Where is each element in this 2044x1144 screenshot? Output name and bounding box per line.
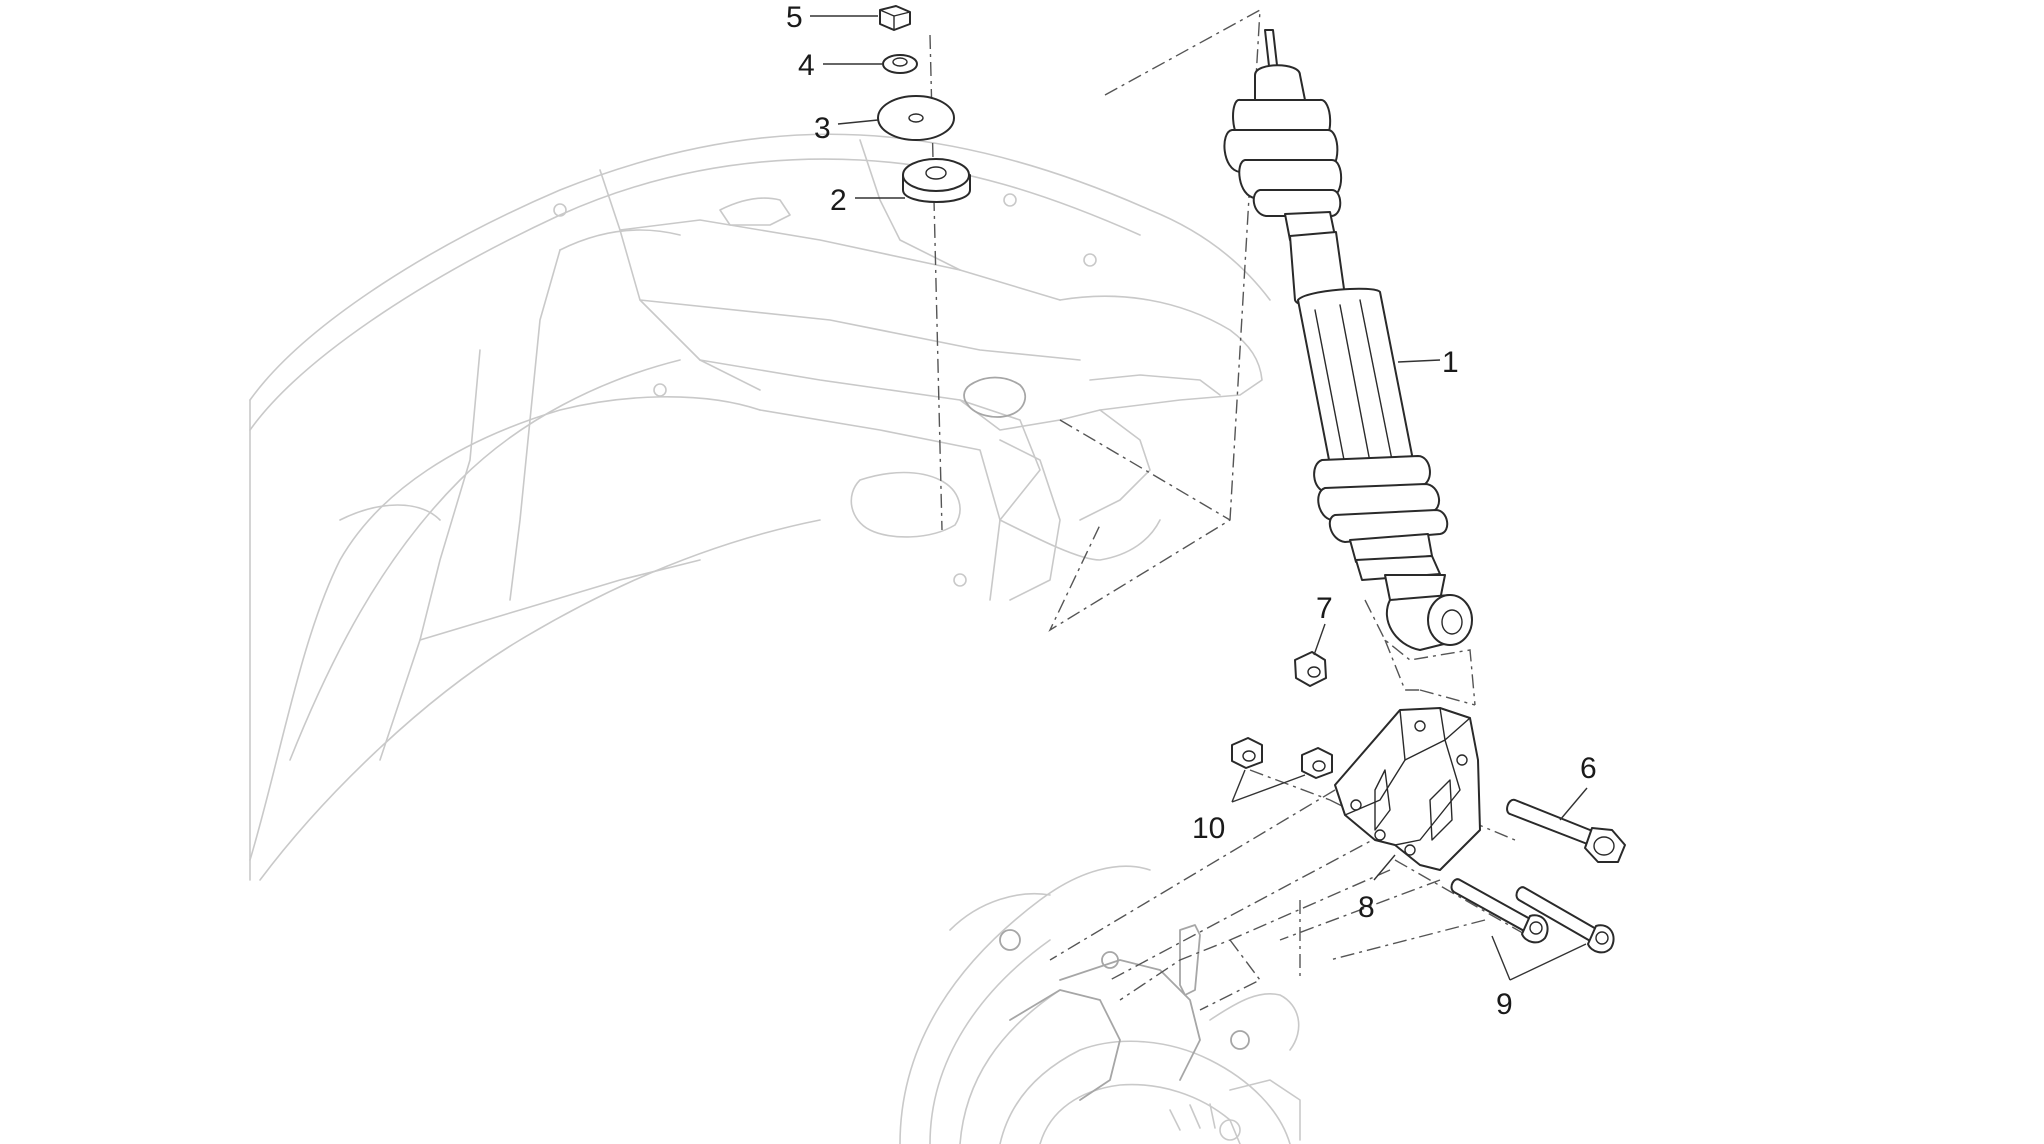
callout-10: 10: [1192, 812, 1225, 845]
part-7-nut: [1294, 651, 1327, 687]
callout-7: 7: [1316, 592, 1333, 625]
part-3-washer: [877, 95, 955, 141]
engine-hub-ghost: [899, 865, 1301, 1144]
callout-6: 6: [1580, 752, 1597, 785]
part-1-shock-absorber: [1223, 29, 1473, 651]
part-8-bracket: [1334, 707, 1481, 871]
callout-1: 1: [1442, 346, 1459, 379]
part-4-washer: [882, 54, 918, 74]
callout-9: 9: [1496, 988, 1513, 1021]
callout-5: 5: [786, 1, 803, 34]
callout-2: 2: [830, 184, 847, 217]
assembly-lines: [929, 8, 1536, 1011]
part-2-bush: [902, 158, 971, 203]
callout-8: 8: [1358, 891, 1375, 924]
part-5-nut: [879, 5, 911, 31]
frame-body-ghost: [249, 133, 1271, 881]
callout-labels: 5 4 3 2 1 7 6 10 8 9: [786, 1, 1597, 1021]
leader-lines: [810, 15, 1588, 981]
part-6-bolt: [1506, 798, 1626, 863]
part-10-nuts: [1231, 737, 1333, 779]
callout-3: 3: [814, 112, 831, 145]
callout-4: 4: [798, 49, 815, 82]
part-9-bolts: [1450, 878, 1615, 954]
